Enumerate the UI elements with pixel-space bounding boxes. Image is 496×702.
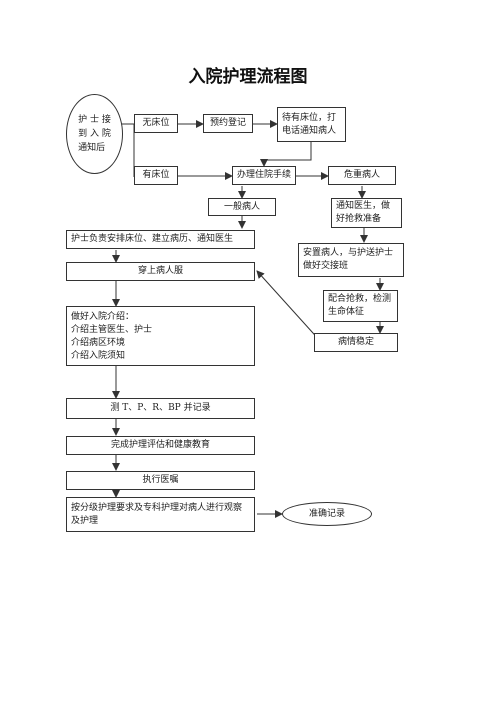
node-assess: 完成护理评估和健康教育 <box>66 436 255 455</box>
node-general: 一般病人 <box>208 198 276 216</box>
arrow-wait-admission <box>260 142 312 167</box>
node-intro: 做好入院介绍： 介绍主管医生、护士 介绍病区环境 介绍入院须知 <box>66 306 255 366</box>
node-settle: 安置病人，与护送护士做好交接班 <box>298 243 404 277</box>
page-title: 入院护理流程图 <box>188 67 308 87</box>
node-no-bed: 无床位 <box>134 114 178 133</box>
node-wait-bed: 待有床位，打电话通知病人 <box>277 107 346 142</box>
node-notify-doctor: 通知医生，做好抢救准备 <box>331 198 402 228</box>
node-rescue: 配合抢救，检测生命体征 <box>323 290 398 322</box>
node-observe: 按分级护理要求及专科护理对病人进行观察及护理 <box>66 497 255 532</box>
node-gown: 穿上病人服 <box>66 262 255 281</box>
node-orders: 执行医嘱 <box>66 471 255 490</box>
node-has-bed: 有床位 <box>134 166 178 185</box>
node-nurse-notify: 护 士 接 到 入 院 通知后 <box>66 94 123 174</box>
node-vitals: 测 T、P、R、BP 并记录 <box>66 398 255 419</box>
node-record: 准确记录 <box>282 502 372 526</box>
node-critical: 危重病人 <box>328 166 396 185</box>
node-stable: 病情稳定 <box>314 333 398 352</box>
arrow-stable-gown <box>256 270 323 344</box>
node-reserve: 预约登记 <box>203 114 253 133</box>
node-nurse-arrange: 护士负责安排床位、建立病历、通知医生 <box>66 230 255 249</box>
node-admission: 办理住院手续 <box>232 166 296 185</box>
